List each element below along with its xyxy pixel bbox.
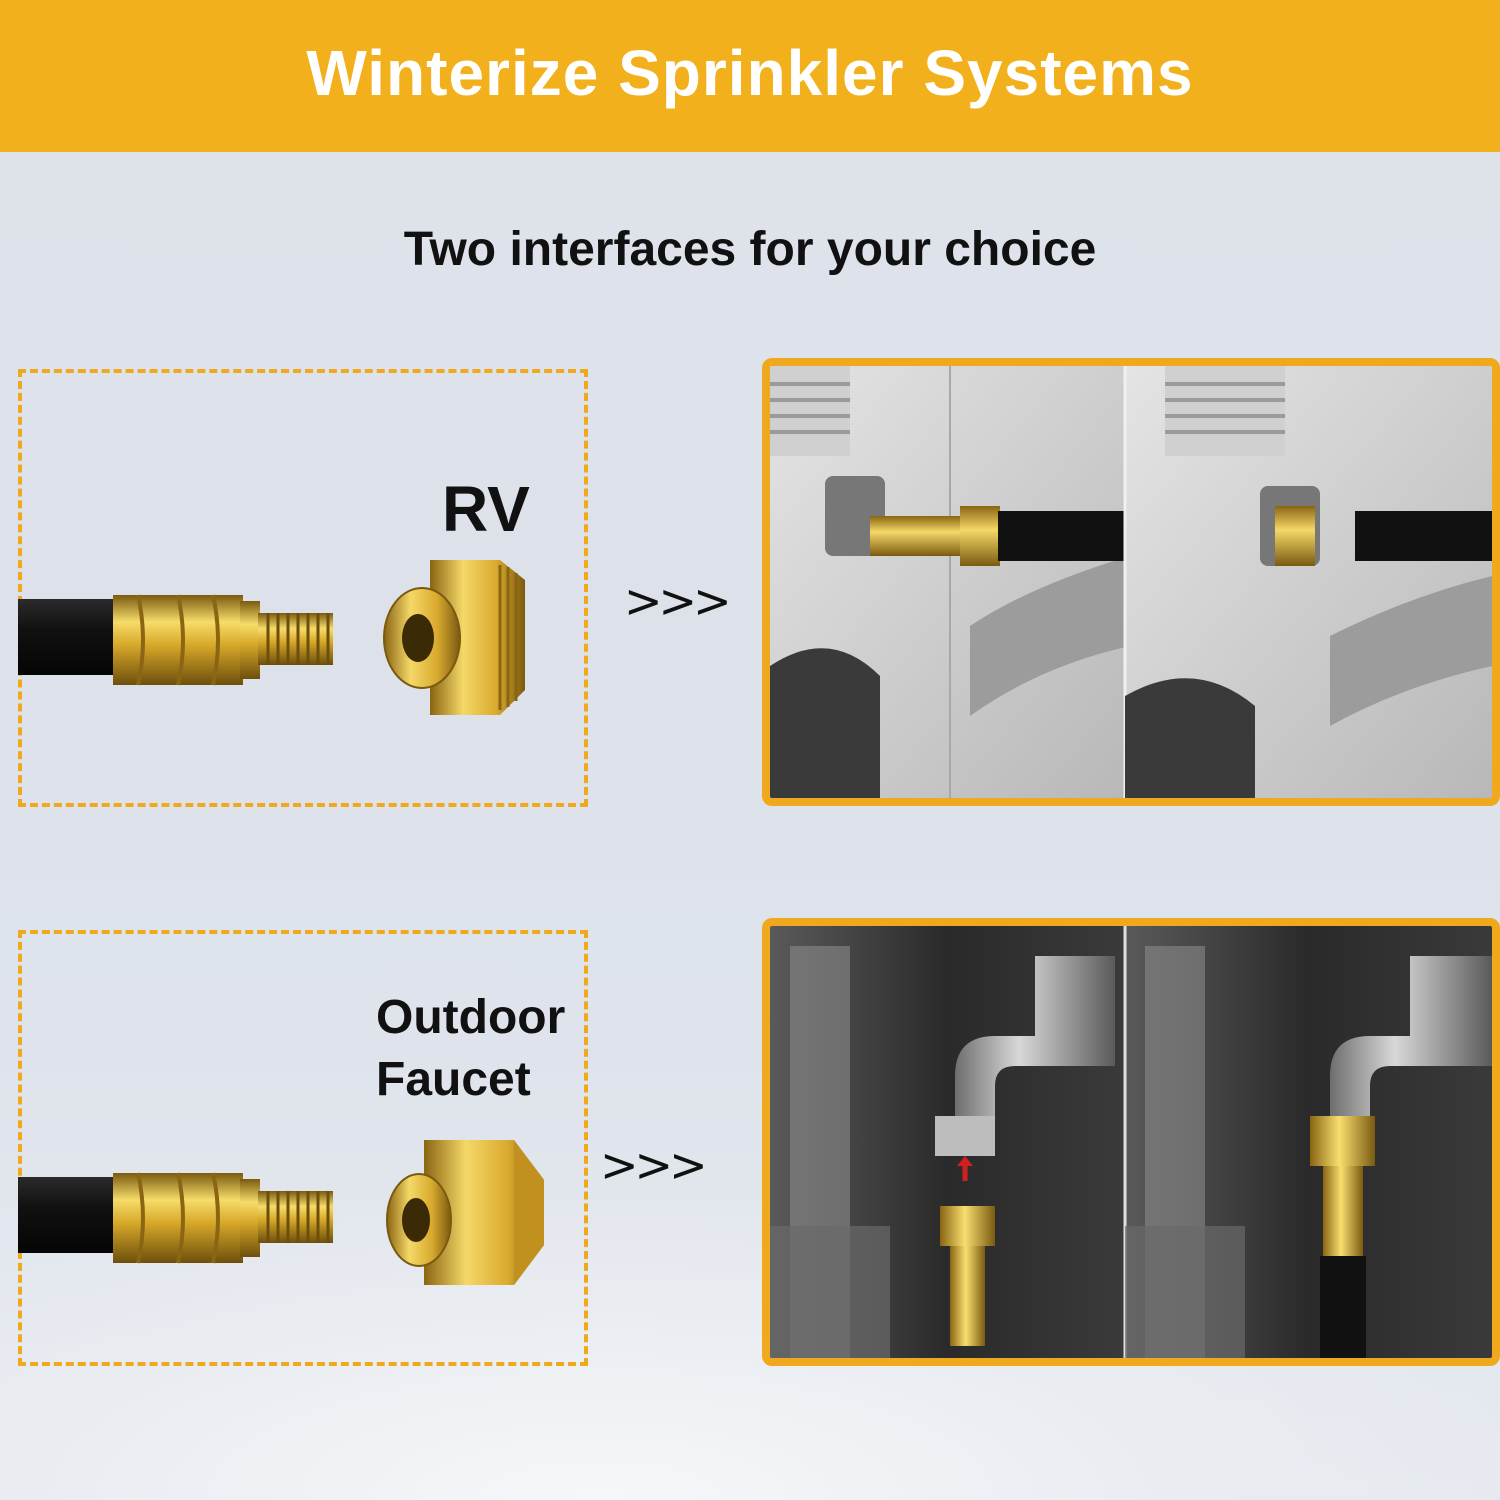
faucet-label-line2: Faucet — [376, 1053, 531, 1106]
faucet-label-line1: Outdoor — [376, 991, 566, 1044]
rv-label: RV — [442, 473, 530, 545]
rv-arrows: >>> — [624, 574, 732, 628]
hose-fitting-image — [18, 1172, 333, 1264]
faucet-usage-photo — [762, 918, 1500, 1366]
faucet-product-box — [18, 930, 588, 1366]
banner-title: Winterize Sprinkler Systems — [306, 37, 1194, 109]
hose-fitting-image — [18, 594, 333, 686]
faucet-adapter-image — [386, 1140, 544, 1285]
faucet-arrows: >>> — [600, 1138, 708, 1192]
subtitle: Two interfaces for your choice — [403, 223, 1097, 276]
rv-product-box — [18, 369, 588, 807]
title-banner: Winterize Sprinkler Systems — [0, 0, 1500, 152]
rv-usage-photo — [762, 358, 1500, 806]
rv-adapter-image — [383, 560, 525, 715]
